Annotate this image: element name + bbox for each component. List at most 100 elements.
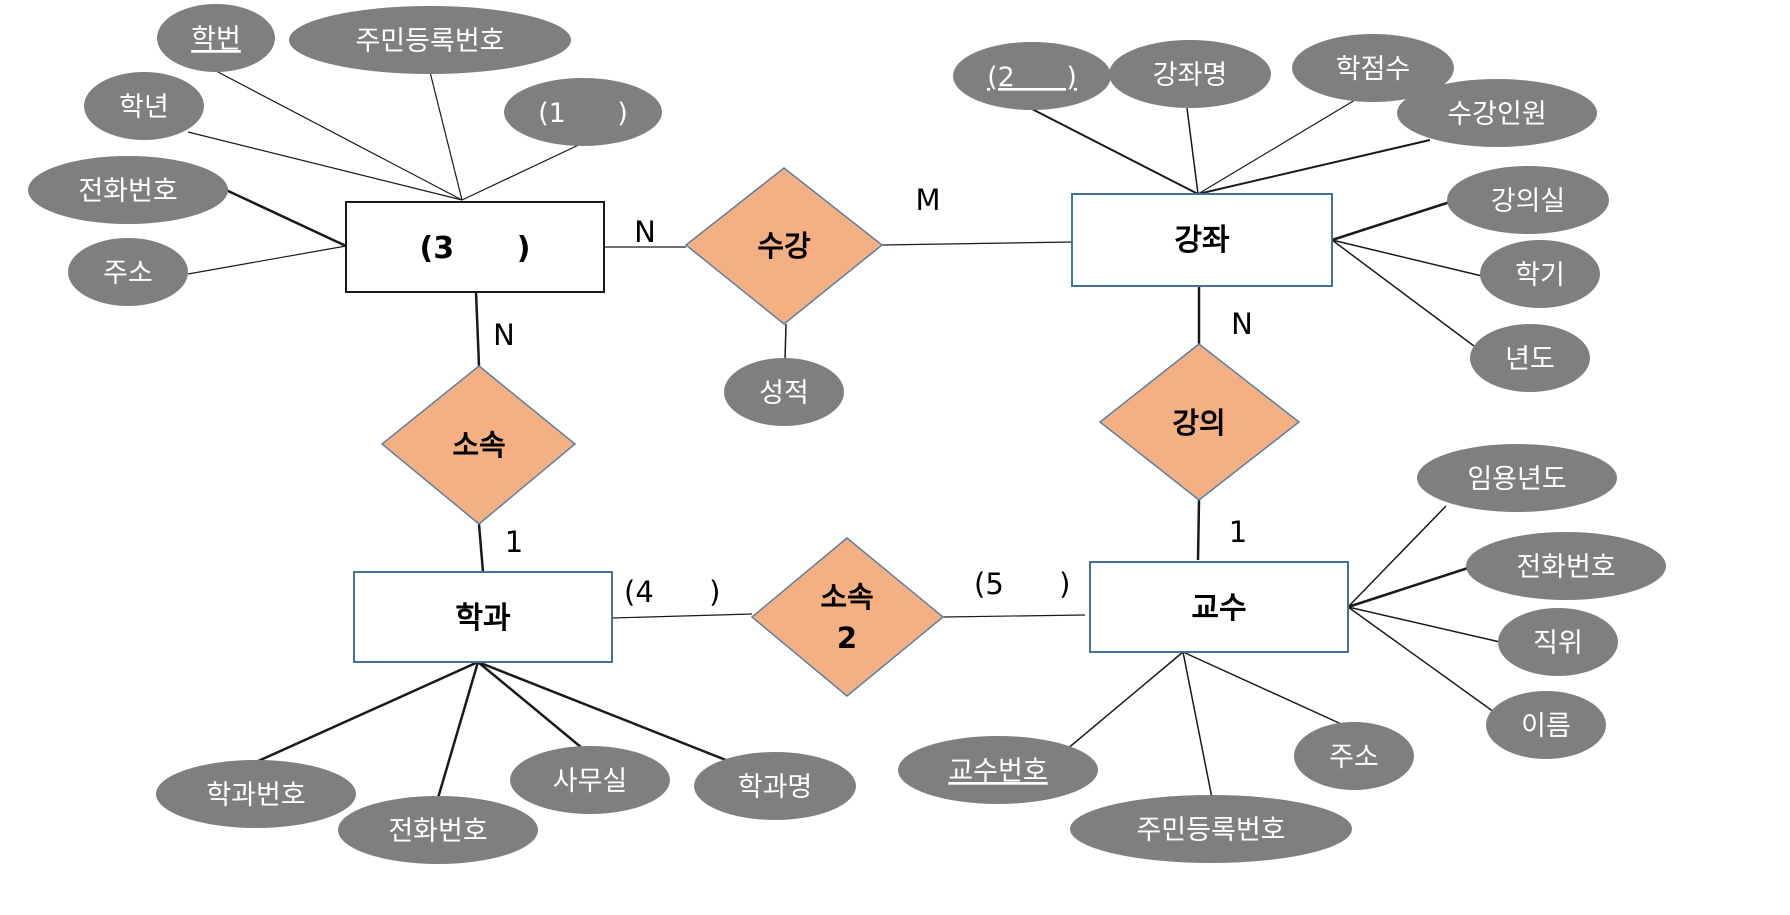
line-department-phone (436, 661, 480, 799)
attribute-ellipse (724, 358, 844, 426)
attribute-ellipse (898, 736, 1098, 804)
attribute-professor-name: 이름 (1486, 691, 1606, 759)
attribute-professor-address: 주소 (1294, 722, 1414, 790)
line-professor-position (1347, 606, 1501, 643)
entity-professor: 교수 (1089, 561, 1349, 653)
attribute-course-capacity: 수강인원 (1397, 79, 1597, 147)
attribute-ellipse (1417, 444, 1617, 512)
line-department-office (477, 661, 583, 749)
attribute-label: 전화번호 (1516, 552, 1615, 583)
attribute-ellipse (84, 72, 204, 140)
attribute-professor-phone: 전화번호 (1466, 532, 1666, 600)
entity-student-label: (3 ) (420, 231, 531, 266)
attribute-department-phone: 전화번호 (338, 796, 538, 864)
attribute-ellipse (1447, 166, 1609, 234)
attribute-ellipse (504, 78, 662, 146)
attribute-label: 임용년도 (1467, 464, 1566, 495)
attribute-label: 주소 (103, 258, 153, 289)
attribute-label: 학기 (1515, 260, 1565, 291)
line-professor-phone (1347, 566, 1469, 609)
entity-course-box (1071, 193, 1333, 287)
attribute-label: 전화번호 (78, 176, 177, 207)
attribute-course-credits: 학점수 (1292, 34, 1454, 102)
relationship-belong2: 소속 2 (750, 537, 945, 697)
line-belong2-professor (942, 614, 1086, 618)
attribute-ellipse (1480, 240, 1600, 308)
relationship-belong2-diamond (750, 537, 945, 697)
attribute-professor-jumin: 주민등록번호 (1070, 795, 1352, 863)
cardinality-department-belong2: (4 ) (624, 575, 720, 609)
relationship-belong2-label-line2: 2 (837, 621, 857, 655)
attribute-label: 성적 (759, 378, 809, 409)
line-professor-jumin (1182, 651, 1213, 799)
line-professor-name (1347, 606, 1495, 713)
attribute-course-name: 강좌명 (1109, 40, 1271, 108)
line-belong-department (477, 523, 485, 573)
attribute-label: 직위 (1533, 628, 1583, 659)
attribute-ellipse (338, 796, 538, 864)
line-student-jumin (429, 71, 463, 201)
entity-department-box (353, 571, 613, 663)
attribute-professor-position: 직위 (1498, 608, 1618, 676)
attribute-label: 주소 (1329, 742, 1379, 773)
attribute-ellipse (28, 156, 228, 224)
line-course-credits (1197, 99, 1356, 195)
relationship-lecture: 강의 (1098, 343, 1301, 501)
line-course-name (1186, 107, 1199, 195)
line-enroll-course (881, 241, 1073, 246)
attribute-ellipse (953, 42, 1111, 110)
line-student-belong (474, 291, 481, 367)
attribute-label: 학과명 (738, 772, 813, 803)
attribute-student-haknyeon: 학년 (84, 72, 204, 140)
cardinality-student-enroll: N (634, 215, 656, 249)
attribute-professor-profno: 교수번호 (898, 736, 1098, 804)
attribute-label: 강좌명 (1153, 60, 1228, 91)
attribute-student-address: 주소 (68, 238, 188, 306)
attribute-course-year: 년도 (1470, 324, 1590, 392)
attribute-ellipse (1498, 608, 1618, 676)
attribute-department-deptname: 학과명 (694, 752, 856, 820)
entity-professor-box (1089, 561, 1349, 653)
line-department-belong2 (611, 613, 753, 619)
attribute-label-key: 학번 (191, 24, 241, 55)
relationship-lecture-diamond (1098, 343, 1301, 501)
line-department-deptname (477, 660, 737, 766)
line-course-blank2 (1029, 107, 1199, 195)
attribute-professor-hireyear: 임용년도 (1417, 444, 1617, 512)
line-course-capacity (1197, 139, 1431, 195)
entity-student-box (345, 201, 605, 293)
attribute-ellipse (1397, 79, 1597, 147)
attribute-label: 수강인원 (1447, 99, 1546, 130)
line-student-address (187, 245, 347, 275)
line-course-year (1331, 239, 1475, 347)
attribute-label: 주민등록번호 (1136, 815, 1285, 846)
attribute-ellipse (157, 4, 275, 72)
entity-student: (3 ) (345, 201, 605, 293)
cardinality-enroll-course: M (915, 183, 940, 217)
line-professor-hireyear (1347, 505, 1447, 608)
entity-professor-label: 교수 (1191, 591, 1246, 626)
attribute-student-phone: 전화번호 (28, 156, 228, 224)
attribute-label: 강의실 (1491, 186, 1566, 217)
line-professor-profno (1065, 651, 1184, 751)
cardinality-lecture-professor: 1 (1229, 515, 1247, 549)
attribute-department-deptno: 학과번호 (156, 760, 356, 828)
cardinality-labels: N M N 1 (4 ) (5 ) N 1 (493, 183, 1253, 609)
attribute-course-room: 강의실 (1447, 166, 1609, 234)
attribute-course-blank2: (2 ) (953, 42, 1111, 110)
attribute-label-key: (2 ) (987, 62, 1077, 93)
attribute-ellipse (156, 760, 356, 828)
line-professor-address (1182, 651, 1351, 729)
entity-course-label: 강좌 (1174, 223, 1230, 258)
line-enroll-grade (784, 323, 787, 361)
relationship-belong-diamond (380, 365, 577, 525)
cardinality-belong-department: 1 (505, 525, 523, 559)
attribute-label-key: 교수번호 (948, 756, 1047, 787)
attribute-student-blank1: (1 ) (504, 78, 662, 146)
relationship-enroll: 수강 (684, 167, 884, 325)
line-course-room (1331, 200, 1451, 242)
connector-lines (187, 71, 1501, 799)
relationship-belong-label: 소속 (452, 428, 505, 462)
entity-department-label: 학과 (455, 601, 511, 636)
